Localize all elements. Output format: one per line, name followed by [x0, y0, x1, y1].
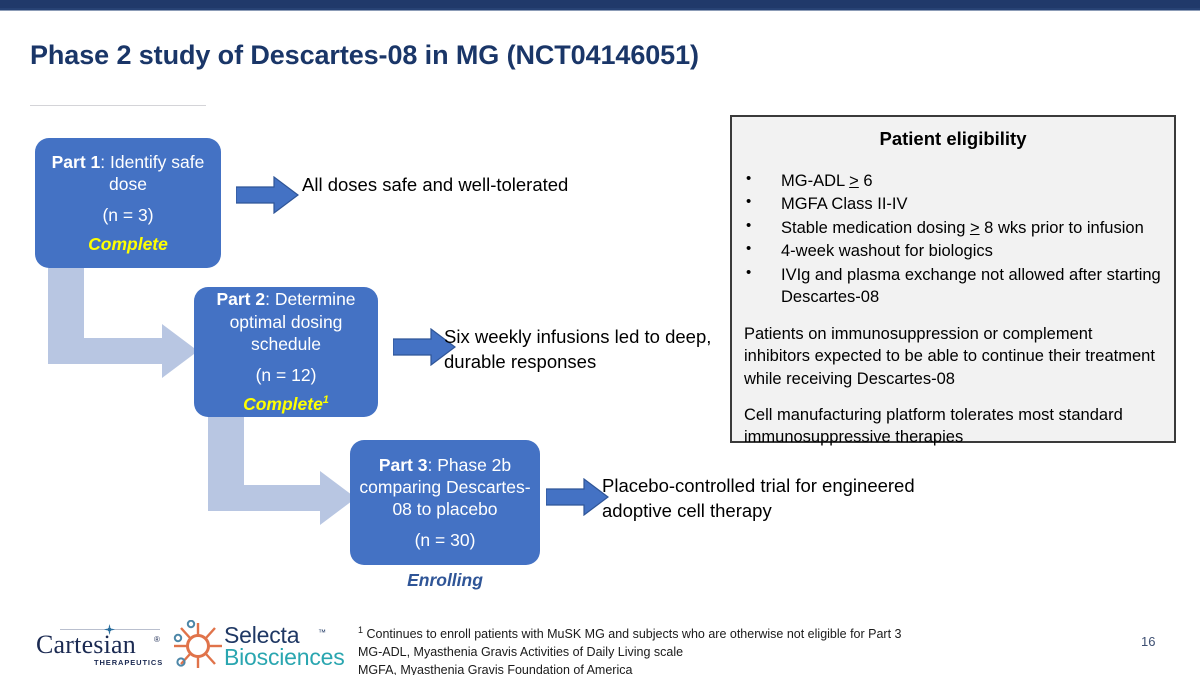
- list-item: MG-ADL > 6: [732, 169, 1174, 192]
- biosciences-wordmark: Biosciences: [224, 644, 345, 670]
- arrow-part-1-to-outcome: [236, 176, 299, 214]
- part-2-status-text: Complete: [243, 394, 323, 415]
- part-1-label: Part 1: [51, 151, 101, 172]
- part-3-n: (n = 30): [414, 530, 476, 551]
- page-title: Phase 2 study of Descartes-08 in MG (NCT…: [30, 40, 699, 70]
- cartesian-tagline: THERAPEUTICS: [94, 658, 164, 667]
- flow-box-part-2: Part 2: Determine optimal dosing schedul…: [194, 287, 378, 417]
- cartesian-therapeutics-logo: Cartesian ® THERAPEUTICS: [36, 624, 164, 670]
- eligibility-criteria-list: MG-ADL > 6 MGFA Class II-IV Stable medic…: [732, 169, 1174, 309]
- selecta-biosciences-logo: Selecta ™ Biosciences: [172, 618, 345, 672]
- title-divider: [30, 105, 206, 106]
- part-2-n: (n = 12): [255, 365, 317, 386]
- part-3-status-badge: Enrolling: [407, 570, 483, 590]
- part-2-description: Determine optimal dosing schedule: [229, 289, 356, 354]
- greater-than-or-equal-icon: >: [849, 172, 859, 190]
- patient-eligibility-title: Patient eligibility: [879, 128, 1027, 149]
- criterion-text-pre: IVIg and plasma exchange not allowed aft…: [781, 265, 1161, 307]
- greater-than-or-equal-icon: >: [969, 218, 980, 237]
- elbow-arrow-part-1-to-part-2: [48, 268, 198, 378]
- page-number: 16: [1141, 634, 1156, 649]
- flow-box-part-2-title: Part 2: Determine optimal dosing schedul…: [202, 288, 370, 355]
- flow-box-part-3: Part 3: Phase 2b comparing Descartes-08 …: [350, 440, 540, 565]
- list-item: MGFA Class II-IV: [732, 192, 1174, 215]
- footnote-marker: 1: [358, 625, 364, 635]
- criterion-text-pre: MGFA Class II-IV: [781, 195, 908, 214]
- footnote-1-text: Continues to enroll patients with MuSK M…: [363, 627, 902, 642]
- criterion-text-pre: 4-week washout for biologics: [781, 242, 993, 261]
- trademark-icon: ™: [318, 628, 326, 637]
- part-2-label: Part 2: [216, 289, 266, 310]
- selecta-wordmark: Selecta: [224, 622, 300, 648]
- registered-trademark-icon: ®: [154, 635, 160, 644]
- sunburst-icon: [173, 620, 222, 668]
- part-1-description: Identify safe dose: [109, 151, 205, 194]
- flow-box-part-1: Part 1: Identify safe dose (n = 3) Compl…: [35, 138, 221, 268]
- eligibility-note-1: Patients on immunosuppression or complem…: [744, 324, 1155, 388]
- criterion-text-post: 6: [858, 172, 873, 190]
- list-item: IVIg and plasma exchange not allowed aft…: [732, 263, 1174, 309]
- arrow-part-2-to-outcome: [393, 328, 456, 366]
- footnotes: 1 Continues to enroll patients with MuSK…: [358, 624, 902, 675]
- footnote-line-2: MG-ADL, Myasthenia Gravis Activities of …: [358, 644, 684, 659]
- part-1-status-text: Complete: [88, 234, 168, 255]
- arrow-part-3-to-outcome: [546, 478, 609, 516]
- flow-box-part-3-title: Part 3: Phase 2b comparing Descartes-08 …: [358, 454, 532, 521]
- cartesian-wordmark: Cartesian: [36, 630, 136, 659]
- part-3-description: Phase 2b comparing Descartes-08 to place…: [359, 454, 531, 519]
- outcome-part-1: All doses safe and well-tolerated: [302, 174, 569, 195]
- part-2-status-badge: Complete1: [243, 393, 329, 415]
- eligibility-note-2: Cell manufacturing platform tolerates mo…: [744, 405, 1123, 447]
- compass-star-icon: [104, 624, 115, 635]
- top-accent-bar: [0, 0, 1200, 10]
- footnote-line-1: 1 Continues to enroll patients with MuSK…: [358, 624, 902, 644]
- part-2-status-footnote-marker: 1: [322, 394, 329, 407]
- list-item: 4-week washout for biologics: [732, 239, 1174, 262]
- patient-eligibility-panel: Patient eligibility MG-ADL > 6 MGFA Clas…: [730, 115, 1176, 446]
- top-accent-bar-shade: [0, 8, 1200, 11]
- part-1-status-badge: Complete: [88, 233, 168, 255]
- part-1-separator: :: [100, 151, 110, 172]
- outcome-part-2: Six weekly infusions led to deep, durabl…: [444, 326, 712, 372]
- flow-box-part-1-title: Part 1: Identify safe dose: [43, 151, 213, 195]
- part-3-label: Part 3: [378, 454, 428, 475]
- elbow-arrow-part-2-to-part-3: [208, 417, 356, 525]
- part-3-separator: :: [427, 454, 438, 475]
- outcome-part-3: Placebo-controlled trial for engineered …: [602, 475, 915, 521]
- list-item: Stable medication dosing > 8 wks prior t…: [732, 216, 1174, 239]
- footnote-line-3: MGFA, Myasthenia Gravis Foundation of Am…: [358, 662, 633, 675]
- part-1-n: (n = 3): [102, 205, 154, 225]
- criterion-text-pre: MG-ADL: [781, 172, 850, 190]
- criterion-text-post: 8 wks prior to infusion: [979, 218, 1144, 237]
- part-2-separator: :: [265, 289, 275, 310]
- criterion-text-pre: Stable medication dosing: [781, 218, 970, 237]
